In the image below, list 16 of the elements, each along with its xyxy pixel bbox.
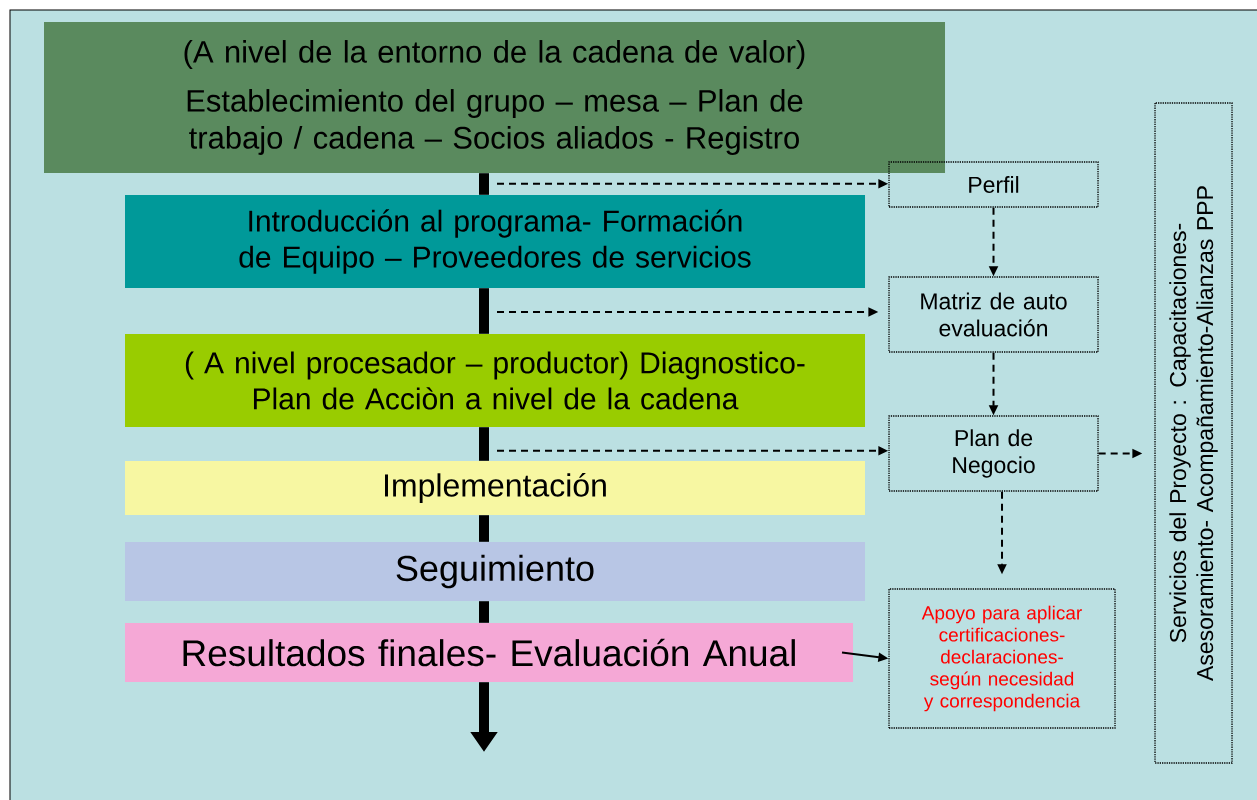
stage-box: Resultados finales- Evaluación Anual: [125, 623, 853, 682]
spine-line: [479, 601, 489, 623]
dotted-box: Matriz de auto evaluación: [888, 276, 1099, 353]
dotted-box: Plan de Negocio: [888, 415, 1099, 492]
dotted-box: Perfil: [888, 161, 1099, 208]
spine-line: [479, 288, 489, 334]
stage-box: Seguimiento: [125, 542, 865, 601]
spine-line: [479, 515, 489, 542]
stage-box: (A nivel de la entorno de la cadena de valor) Establecimiento del grupo – mesa – Plan de trabajo / cadena – Socios aliados - Registro: [44, 22, 945, 173]
side-box: Servicios del Proyecto : Capacitaciones- Asesoramiento- Acompañamiento-Alianzas PPP: [1154, 102, 1233, 764]
stage-box: Introducción al programa- Formación de Equipo – Proveedores de servicios: [125, 195, 865, 288]
dotted-box: Apoyo para aplicar certificaciones- declaraciones- según necesidad y correspondencia: [888, 588, 1116, 729]
spine-line: [479, 427, 489, 461]
stage-box: ( A nivel procesador – productor) Diagnostico- Plan de Acciòn a nivel de la cadena: [125, 334, 865, 427]
spine-line: [479, 173, 489, 195]
stage-box: Implementación: [125, 461, 865, 515]
